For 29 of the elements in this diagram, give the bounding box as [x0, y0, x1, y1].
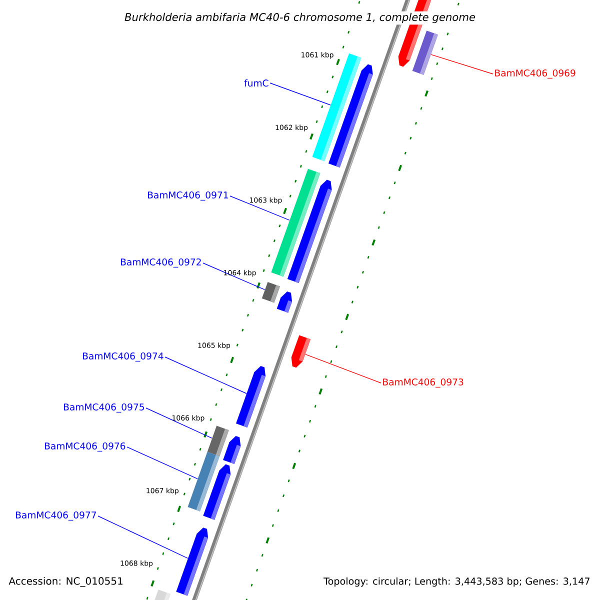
gene-label: BamMC406_0974 [82, 352, 164, 362]
gene-label: fumC [244, 79, 268, 87]
gene-bar [271, 168, 320, 277]
leader-line [164, 356, 247, 394]
gene-bar [207, 426, 229, 456]
gene-feature [236, 366, 266, 428]
gene-label: BamMC406_0976 [44, 442, 126, 452]
genome-info-text: Topology: circular; Length: 3,443,583 bp; Genes: 3,147 [322, 576, 592, 588]
title: Burkholderia ambifaria MC40-6 chromosome 1, complete genome [123, 11, 477, 25]
gene-feature [176, 528, 208, 596]
gene-label: BamMC406_0971 [148, 191, 228, 201]
leader-line [230, 196, 290, 221]
gene-feature [291, 335, 311, 368]
gene-bar [412, 30, 438, 75]
leader-line [430, 54, 494, 74]
leader-line [146, 408, 212, 439]
gene-bar [188, 452, 220, 512]
gene-label: BamMC406_0969 [495, 69, 576, 79]
gene-label: BamMC406_0977 [16, 511, 96, 521]
gene-label: BamMC406_0975 [64, 403, 144, 413]
accession-text: Accession: NC_010551 [7, 576, 125, 588]
gene-label: BamMC406_0972 [120, 258, 201, 268]
gene-label: BamMC406_0973 [383, 378, 464, 388]
leader-line [126, 446, 198, 480]
leader-line [270, 82, 331, 106]
leader-line [305, 354, 382, 384]
leader-line [98, 516, 188, 559]
gene-bar [262, 282, 280, 303]
leader-line [202, 262, 266, 290]
